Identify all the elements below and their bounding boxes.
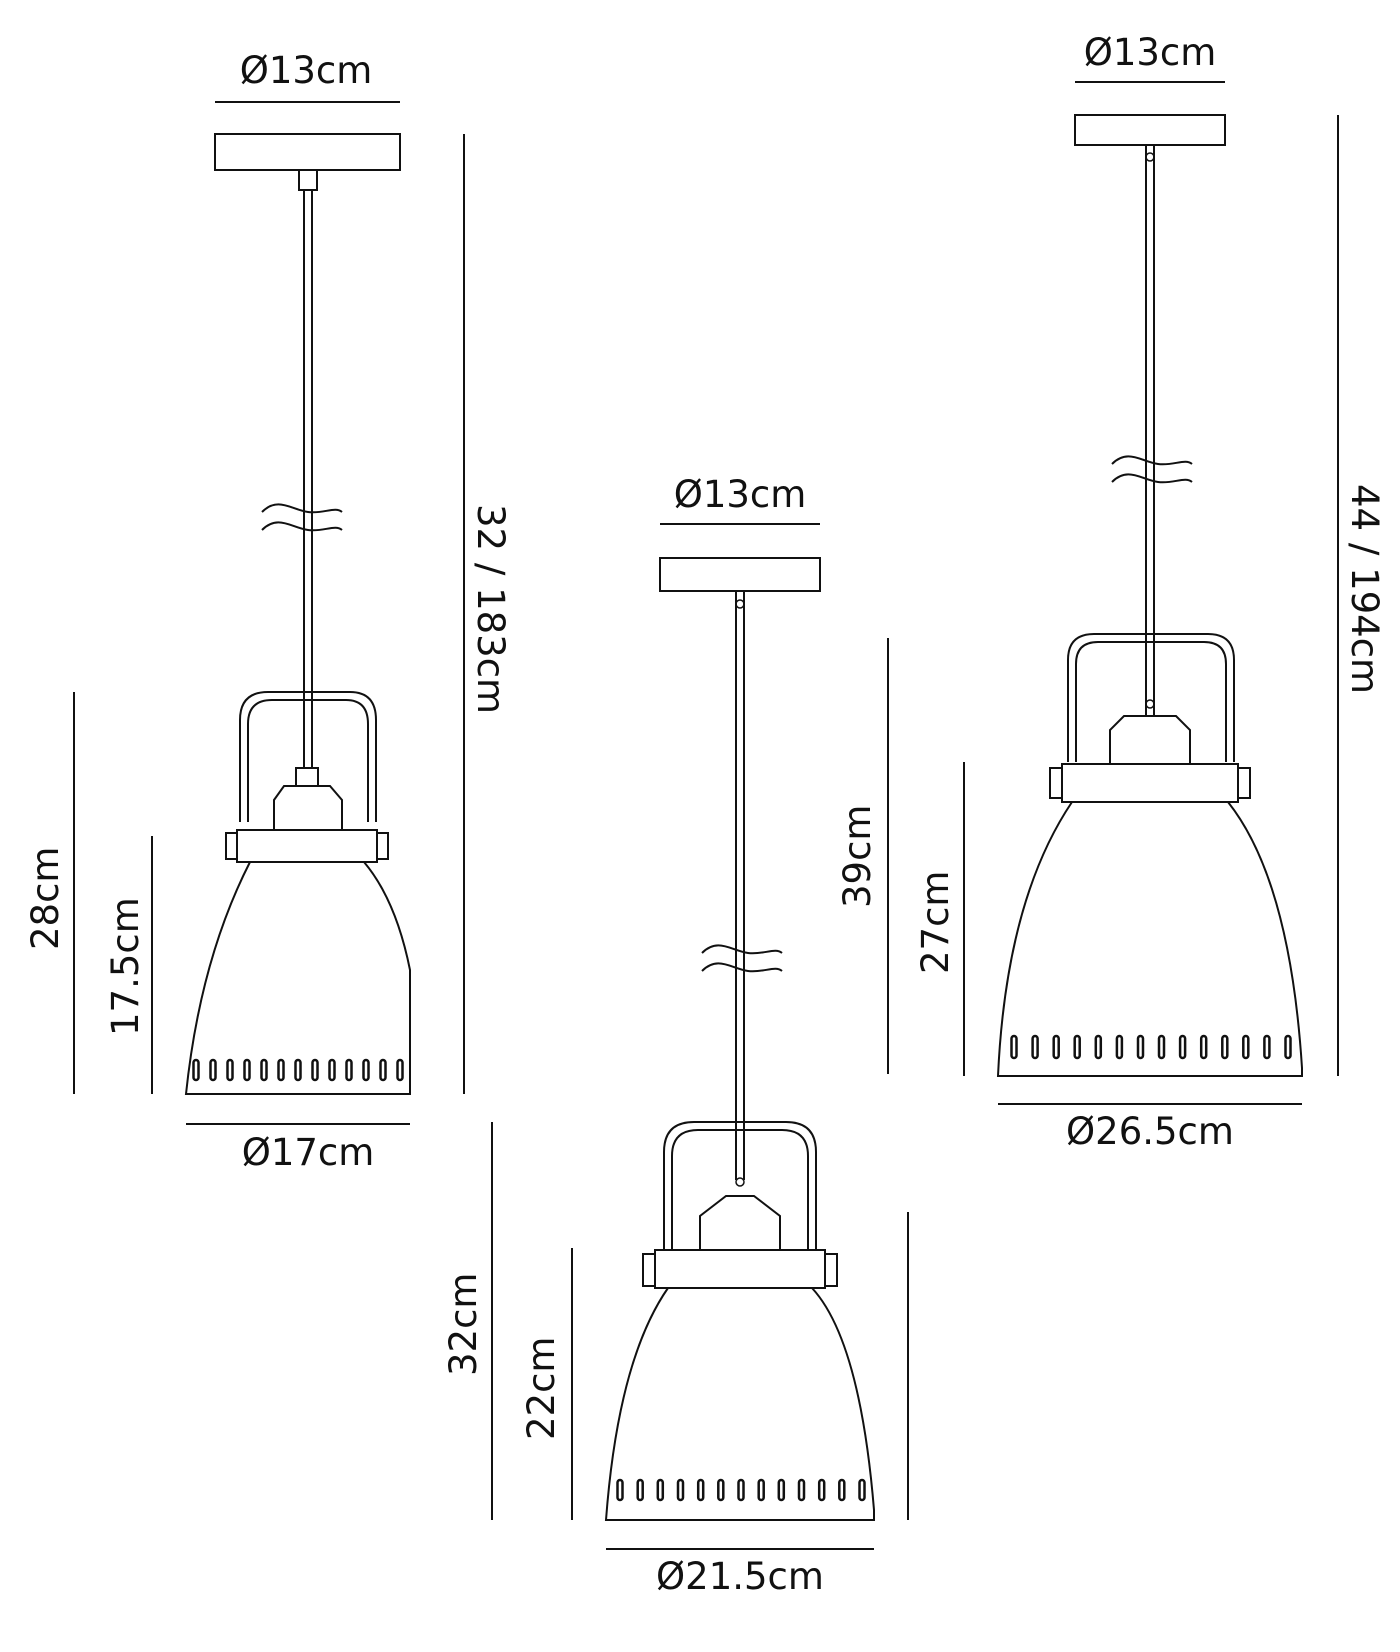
vent-slot [1010, 1034, 1018, 1060]
lamp-large-shade-height-label: 27cm [914, 871, 957, 974]
lamp-small: Ø13cm Ø17cm 32 / 183cm [24, 49, 512, 1174]
vent-slot [260, 1058, 268, 1082]
lamp-small-bracket [239, 691, 377, 822]
vent-slot [1136, 1034, 1145, 1060]
lamp-large-vent-slots [1010, 1034, 1292, 1060]
lamp-small-cord-break-mark [261, 503, 343, 532]
vent-slot [838, 1478, 846, 1502]
vent-slot [717, 1478, 725, 1502]
lamp-medium-bracket [663, 1121, 817, 1282]
vent-slot [858, 1478, 866, 1502]
lamp-large: Ø13cm Ø26.5cm 44 / 194cm 27cm [887, 31, 1386, 1153]
lamp-medium-drop-height-label: 39cm [836, 805, 879, 908]
lamp-small-shade-diameter-label: Ø17cm [242, 1131, 375, 1174]
vent-slot [757, 1478, 765, 1502]
vent-slot [616, 1478, 624, 1502]
vent-slot [362, 1058, 370, 1082]
vent-slot [1157, 1034, 1166, 1060]
lamp-small-collar [236, 829, 378, 863]
lamp-medium-shade-diameter-label: Ø21.5cm [656, 1555, 824, 1598]
lamp-small-knob-left [225, 832, 238, 860]
vent-slot [328, 1058, 336, 1082]
lamp-large-collar [1061, 763, 1239, 803]
vent-slot [294, 1058, 302, 1082]
vent-slot [396, 1058, 404, 1082]
lamp-small-vent-slots [192, 1058, 404, 1082]
lamp-small-shade [184, 861, 411, 1095]
lamp-large-canopy [1074, 114, 1226, 146]
lamp-small-knob-right [376, 832, 389, 860]
vent-slot [1263, 1034, 1271, 1060]
lamp-medium-lamp-height-label: 32cm [442, 1273, 485, 1376]
lamp-large-cord-break-mark [1111, 455, 1193, 484]
vent-slot [243, 1058, 251, 1082]
lamp-medium-canopy [659, 557, 821, 592]
lamp-large-shade [996, 801, 1303, 1077]
vent-slot [1052, 1034, 1060, 1060]
lamp-small-total-height-label: 32 / 183cm [469, 504, 512, 714]
lamp-large-holder [1109, 715, 1191, 767]
vent-slot [277, 1058, 285, 1082]
lamp-medium-shade-height-label: 22cm [520, 1337, 563, 1440]
lamp-small-lamp-height-label: 28cm [24, 847, 67, 950]
vent-slot [226, 1058, 234, 1082]
lamp-medium-knob-left [642, 1253, 656, 1287]
lamp-medium-holder [699, 1195, 781, 1251]
lamp-small-canopy-diameter-label: Ø13cm [240, 49, 373, 92]
vent-slot [676, 1478, 685, 1502]
vent-slot [311, 1058, 319, 1082]
vent-slot [379, 1058, 387, 1082]
vent-slot [737, 1478, 745, 1502]
vent-slot [797, 1478, 806, 1502]
lamp-small-canopy [214, 133, 401, 171]
lamp-medium-knob-right [824, 1253, 838, 1287]
vent-slot [1199, 1034, 1208, 1060]
vent-slot [656, 1478, 665, 1502]
vent-slot [696, 1478, 705, 1502]
lamp-medium-shade [604, 1287, 875, 1521]
vent-slot [1284, 1034, 1292, 1060]
lamp-medium: Ø13cm Ø21.5cm 39cm 32cm 22cm [442, 473, 909, 1598]
vent-slot [817, 1478, 826, 1502]
lamp-large-knob-right [1237, 767, 1251, 799]
vent-slot [636, 1478, 644, 1502]
vent-slot [1073, 1034, 1081, 1060]
lamp-medium-vent-slots [616, 1478, 866, 1502]
vent-slot [1221, 1034, 1229, 1060]
vent-slot [777, 1478, 786, 1502]
lamp-small-holder-top [295, 767, 319, 787]
vent-slot [1094, 1034, 1103, 1060]
lamp-medium-cord-break-mark [701, 944, 783, 973]
lamp-small-shade-height-label: 17.5cm [104, 897, 147, 1036]
lamp-large-bracket [1067, 633, 1235, 762]
vent-slot [1115, 1034, 1124, 1060]
lamp-large-shade-diameter-label: Ø26.5cm [1066, 1110, 1234, 1153]
lamp-large-total-height-label: 44 / 194cm [1343, 484, 1386, 694]
lamp-large-canopy-diameter-label: Ø13cm [1084, 31, 1217, 74]
vent-slot [209, 1058, 217, 1082]
vent-slot [345, 1058, 353, 1082]
vent-slot [192, 1058, 200, 1082]
lamp-large-knob-left [1049, 767, 1063, 799]
vent-slot [1178, 1034, 1187, 1060]
vent-slot [1031, 1034, 1039, 1060]
vent-slot [1242, 1034, 1250, 1060]
lamp-small-cord-grip [298, 169, 318, 191]
lamp-medium-canopy-diameter-label: Ø13cm [674, 473, 807, 516]
lamp-medium-collar [654, 1249, 826, 1289]
